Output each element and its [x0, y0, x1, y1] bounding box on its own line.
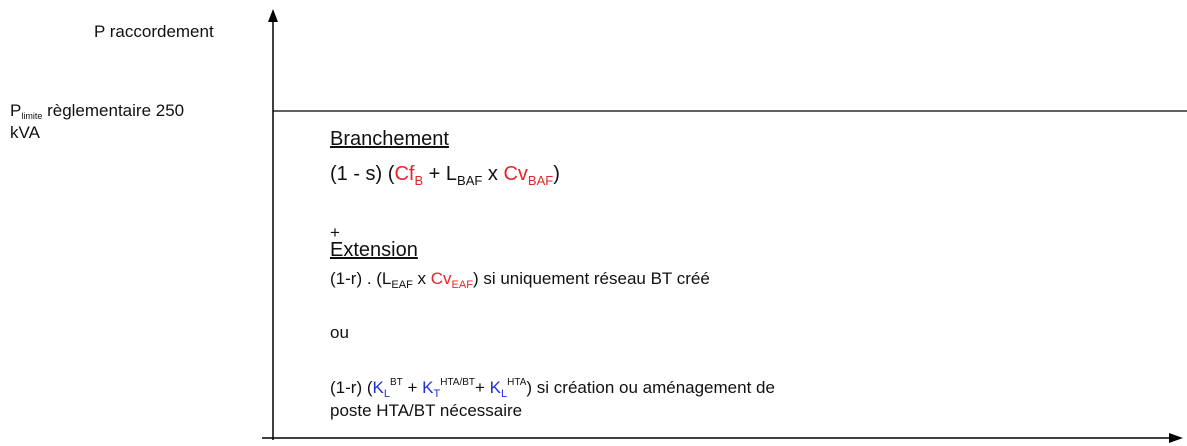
branchement-formula: (1 - s) (CfB + LBAF x CvBAF): [330, 164, 560, 187]
extension-title: Extension: [330, 239, 418, 261]
bf-t2: + L: [423, 163, 458, 185]
bf-t3: x: [482, 163, 504, 185]
bf-cv: CvBAF: [503, 163, 554, 188]
branchement-title: Branchement: [330, 128, 449, 150]
alternative-formula: (1-r) (KLBT + KTHTA/BT+ KLHTA) si créati…: [330, 378, 775, 400]
ef-l-sub: EAF: [391, 279, 413, 291]
x-axis-arrow: [1169, 433, 1183, 443]
threshold-p: P: [10, 101, 22, 120]
af-t2: ) si création ou aménagement de: [526, 378, 775, 397]
af-kt-sup: HTA/BT: [440, 377, 476, 388]
extension-formula: (1-r) . (LEAF x CvEAF) si uniquement rés…: [330, 270, 710, 291]
bf-t1: (1 - s) (: [330, 163, 395, 185]
ef-cv: CvEAF: [430, 269, 473, 291]
threshold-text: règlementaire 250: [42, 101, 185, 120]
af-kl1-sup: BT: [389, 377, 403, 388]
af-t1: (1-r) (: [330, 378, 373, 397]
y-axis-label: P raccordement: [94, 22, 214, 41]
ef-t3: ) si uniquement réseau BT créé: [472, 269, 710, 288]
alternative-line2: poste HTA/BT nécessaire: [330, 401, 523, 420]
plus-sign: +: [330, 223, 340, 242]
threshold-unit: kVA: [10, 123, 40, 142]
af-plus1: +: [402, 378, 423, 397]
ef-t2: x: [412, 269, 431, 288]
bf-l-sub: BAF: [457, 173, 483, 188]
y-axis-arrow: [268, 9, 278, 22]
af-plus2: +: [475, 378, 490, 397]
threshold-label: Plimite règlementaire 250: [10, 102, 184, 121]
af-kl2-sup: HTA: [507, 377, 527, 388]
threshold-sub: limite: [21, 111, 43, 121]
ou-text: ou: [330, 323, 349, 342]
bf-t4: ): [553, 163, 560, 185]
ef-t1: (1-r) . (L: [330, 269, 392, 288]
bf-cf: CfB: [394, 163, 424, 188]
af-kt: KT: [422, 378, 441, 400]
af-kl1: KL: [372, 378, 390, 400]
af-kl2: KL: [489, 378, 508, 400]
